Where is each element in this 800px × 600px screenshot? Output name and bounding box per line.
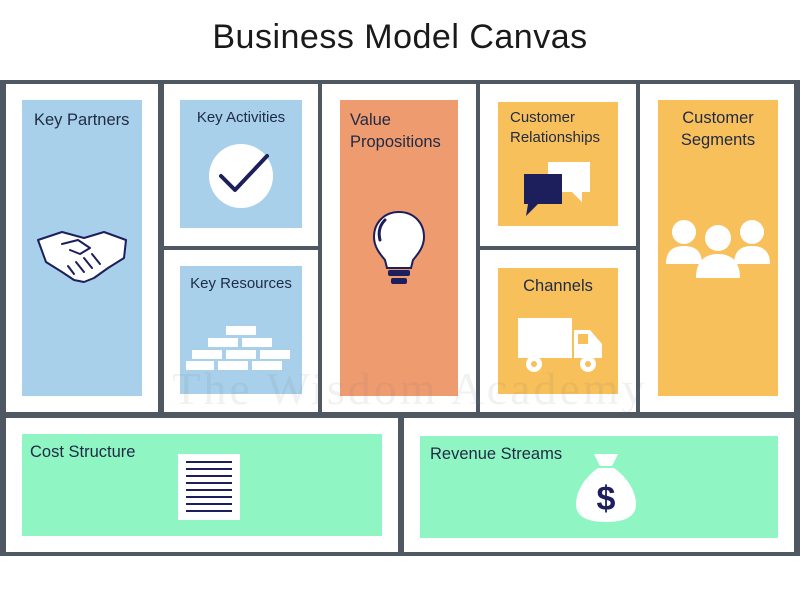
value-propositions-panel: Value Propositions: [340, 100, 458, 396]
value-propositions-label-line1: Value: [350, 111, 391, 129]
customer-segments-label-line1: Customer: [682, 109, 754, 127]
customer-relationships-label-line2: Relationships: [510, 129, 601, 146]
channels-label: Channels: [523, 277, 593, 295]
customer-segments-label-line2: Segments: [680, 131, 756, 149]
bricks-icon: [186, 326, 290, 370]
people-icon: [666, 220, 770, 278]
customer-segments-panel: Customer Segments: [658, 100, 778, 396]
speech-bubbles-icon: [524, 162, 590, 216]
value-propositions-cell: Value Propositions: [322, 84, 476, 412]
key-resources-label: Key Resources: [190, 275, 292, 292]
key-resources-cell: Key Resources: [164, 250, 318, 412]
document-icon: [178, 454, 240, 520]
key-partners-panel: Key Partners: [22, 100, 142, 396]
checkmark-icon: [209, 144, 273, 208]
cost-structure-cell: Cost Structure: [6, 418, 398, 552]
key-partners-label: Key Partners: [34, 111, 130, 129]
channels-panel: Channels: [498, 268, 618, 394]
customer-relationships-cell: Customer Relationships: [480, 84, 636, 246]
key-activities-cell: Key Activities: [164, 84, 318, 246]
customer-segments-cell: Customer Segments: [640, 84, 794, 412]
key-activities-label: Key Activities: [196, 109, 286, 126]
revenue-streams-panel: Revenue Streams $: [420, 436, 778, 538]
cost-structure-label: Cost Structure: [30, 443, 136, 461]
customer-relationships-panel: Customer Relationships: [498, 102, 618, 226]
channels-cell: Channels: [480, 250, 636, 412]
canvas-frame: Key Partners Key Activities Key Resource…: [0, 80, 800, 556]
key-partners-cell: Key Partners: [6, 84, 158, 412]
revenue-streams-cell: Revenue Streams $: [404, 418, 794, 552]
handshake-icon: [37, 231, 127, 283]
key-resources-panel: Key Resources: [180, 266, 302, 394]
lightbulb-icon: [372, 210, 426, 284]
money-bag-icon: $: [576, 454, 636, 522]
svg-text:$: $: [597, 480, 616, 518]
truck-icon: [518, 318, 602, 372]
revenue-streams-label: Revenue Streams: [430, 445, 563, 463]
customer-relationships-label-line1: Customer: [510, 109, 576, 126]
page-title: Business Model Canvas: [212, 18, 588, 56]
key-activities-panel: Key Activities: [180, 100, 302, 228]
cost-structure-panel: Cost Structure: [22, 434, 382, 536]
value-propositions-label-line2: Propositions: [350, 133, 441, 151]
